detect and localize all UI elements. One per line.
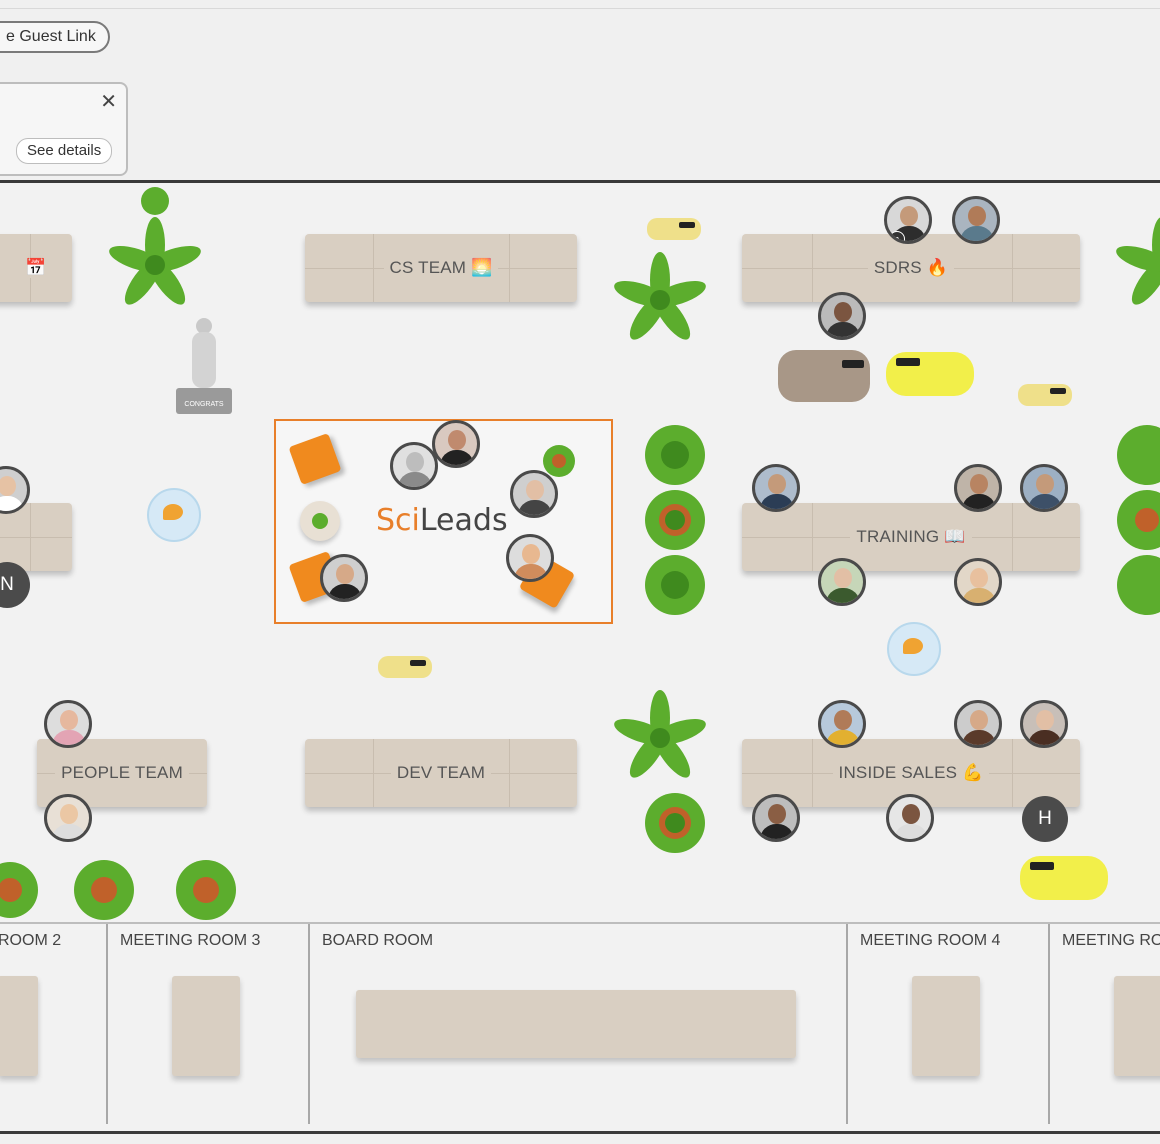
plant-icon xyxy=(543,445,575,477)
rooms-divider xyxy=(0,922,1160,924)
close-icon[interactable]: ✕ xyxy=(100,91,117,113)
avatar[interactable]: ● xyxy=(884,196,932,244)
see-details-button[interactable]: See details xyxy=(16,138,113,164)
avatar[interactable] xyxy=(954,464,1002,512)
side-table xyxy=(300,501,340,541)
chair-icon xyxy=(288,433,342,485)
avatar[interactable] xyxy=(818,292,866,340)
fish-bowl-icon xyxy=(887,622,941,676)
cat-icon xyxy=(378,656,432,678)
mic-icon: ● xyxy=(889,231,905,241)
room-title: MEETING ROOM 4 xyxy=(860,932,1001,949)
desk-inside-sales[interactable]: INSIDE SALES 💪 xyxy=(742,739,1080,807)
fish-bowl-icon xyxy=(147,488,201,542)
scileads-logo: SciLeads xyxy=(376,503,508,538)
avatar[interactable] xyxy=(44,794,92,842)
desk-label: SDRS 🔥 xyxy=(867,258,955,278)
avatar-initial[interactable]: H xyxy=(1022,796,1068,842)
room-title: MEETING ROOM 3 xyxy=(120,932,261,949)
plant-icon xyxy=(614,690,706,778)
desk-label: PEOPLE TEAM xyxy=(55,763,189,783)
top-divider xyxy=(0,8,1160,9)
desk-label: INSIDE SALES 💪 xyxy=(832,763,990,783)
avatar[interactable] xyxy=(752,794,800,842)
plant-icon xyxy=(645,793,705,853)
avatar[interactable] xyxy=(320,554,368,602)
avatar[interactable] xyxy=(432,420,480,468)
avatar[interactable] xyxy=(752,464,800,512)
avatar[interactable] xyxy=(1020,464,1068,512)
avatar[interactable] xyxy=(1020,700,1068,748)
cat-icon xyxy=(886,352,974,396)
desk-training[interactable]: TRAINING 📖 xyxy=(742,503,1080,571)
plant-icon xyxy=(645,490,705,550)
plant-icon xyxy=(645,425,705,485)
meeting-room-4[interactable]: MEETING ROOM 4 xyxy=(846,924,1050,1124)
desk-partial-left-top[interactable]: 📅 xyxy=(0,234,72,302)
plant-icon xyxy=(141,187,169,215)
statue-icon: CONGRATS xyxy=(176,318,232,418)
cat-icon xyxy=(647,218,701,240)
plant-icon xyxy=(1116,217,1160,305)
room-table xyxy=(356,990,796,1058)
avatar[interactable] xyxy=(954,700,1002,748)
desk-label: DEV TEAM xyxy=(390,763,492,783)
desk-people-team[interactable]: PEOPLE TEAM xyxy=(37,739,207,807)
meeting-room-3[interactable]: MEETING ROOM 3 xyxy=(106,924,310,1124)
avatar[interactable] xyxy=(510,470,558,518)
avatar[interactable] xyxy=(954,558,1002,606)
plant-icon xyxy=(614,252,706,340)
plant-row xyxy=(0,860,236,920)
desk-sdrs[interactable]: SDRS 🔥 xyxy=(742,234,1080,302)
avatar[interactable] xyxy=(390,442,438,490)
room-title: MEETING RO xyxy=(1062,932,1160,949)
avatar[interactable] xyxy=(818,558,866,606)
guest-link-button[interactable]: e Guest Link xyxy=(0,21,110,53)
room-title: ROOM 2 xyxy=(0,932,62,949)
room-table xyxy=(912,976,980,1076)
avatar[interactable] xyxy=(952,196,1000,244)
board-room[interactable]: BOARD ROOM xyxy=(308,924,848,1124)
plant-column-right xyxy=(1117,425,1160,615)
avatar[interactable] xyxy=(506,534,554,582)
desk-partial-left-mid[interactable] xyxy=(0,503,72,571)
desk-emoji: 📅 xyxy=(19,258,53,278)
room-title: BOARD ROOM xyxy=(322,932,434,949)
desk-dev-team[interactable]: DEV TEAM xyxy=(305,739,577,807)
plant-column xyxy=(645,425,705,615)
room-2[interactable]: ROOM 2 xyxy=(0,924,106,1124)
desk-label: TRAINING 📖 xyxy=(850,527,972,547)
avatar[interactable] xyxy=(818,700,866,748)
cat-icon xyxy=(1020,856,1108,900)
cat-icon xyxy=(1018,384,1072,406)
desk-cs-team[interactable]: CS TEAM 🌅 xyxy=(305,234,577,302)
room-table xyxy=(0,976,38,1076)
avatar[interactable] xyxy=(44,700,92,748)
meeting-room-5[interactable]: MEETING RO xyxy=(1048,924,1160,1124)
plant-icon xyxy=(109,217,201,305)
desk-label: CS TEAM 🌅 xyxy=(383,258,499,278)
cow-icon xyxy=(778,350,870,402)
room-table xyxy=(1114,976,1160,1076)
notification-card: ✕ See details xyxy=(0,82,128,176)
room-table xyxy=(172,976,240,1076)
avatar[interactable] xyxy=(886,794,934,842)
plant-icon xyxy=(645,555,705,615)
